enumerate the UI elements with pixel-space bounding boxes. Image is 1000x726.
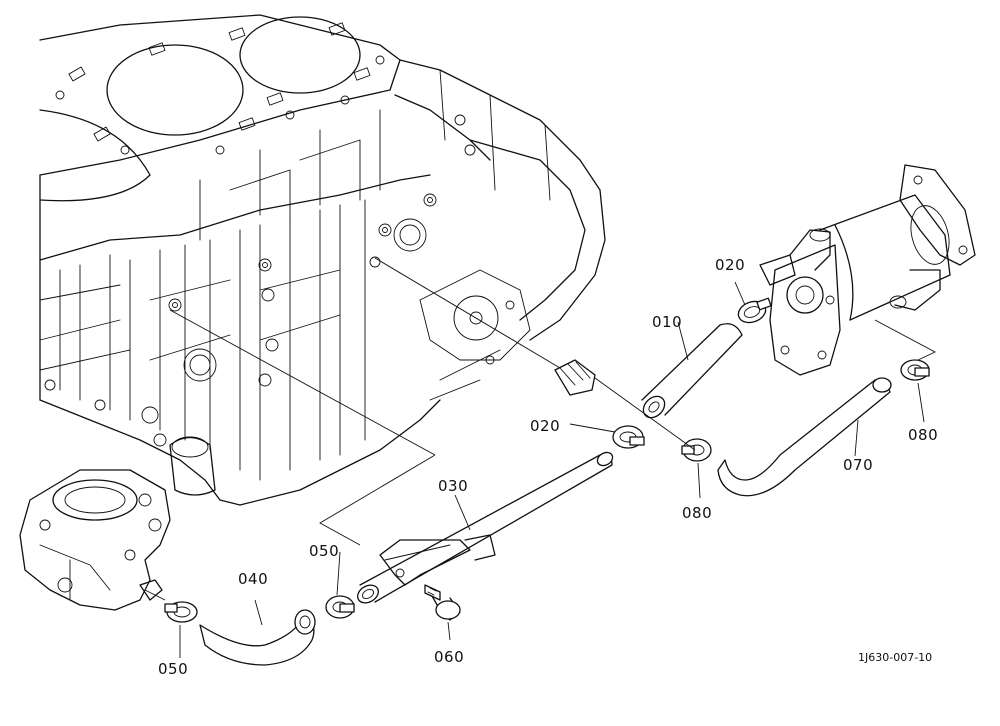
bolt-060 [424, 584, 461, 621]
assembly-center-lines [144, 257, 937, 601]
engine-block [39, 14, 606, 506]
clamp-080-left [681, 438, 712, 462]
label-020-upper: 020 [715, 256, 745, 274]
label-080-right: 080 [908, 426, 938, 444]
label-080-lower: 080 [682, 504, 712, 522]
clamp-050-right [325, 595, 355, 619]
clamp-020-upper [737, 297, 772, 324]
label-040: 040 [238, 570, 268, 588]
label-050-right: 050 [309, 542, 339, 560]
reference-code: 1J630-007-10 [858, 651, 932, 664]
pipe-030 [357, 451, 614, 604]
clamp-020-lower [612, 425, 645, 449]
thermostat-housing [19, 469, 171, 611]
egr-cooler [759, 164, 976, 376]
hose-070 [717, 377, 892, 497]
hose-040 [199, 609, 316, 666]
label-010: 010 [652, 313, 682, 331]
label-060: 060 [434, 648, 464, 666]
hose-010 [641, 323, 743, 419]
label-050-left: 050 [158, 660, 188, 678]
union-fitting [554, 359, 596, 396]
clamp-050-left [164, 601, 198, 623]
part-labels: 010 020 020 030 040 050 050 060 070 080 … [158, 256, 938, 678]
label-020-lower: 020 [530, 417, 560, 435]
clamp-080-right [900, 359, 930, 381]
leader-lines [179, 281, 925, 658]
label-070: 070 [843, 456, 873, 474]
label-030: 030 [438, 477, 468, 495]
